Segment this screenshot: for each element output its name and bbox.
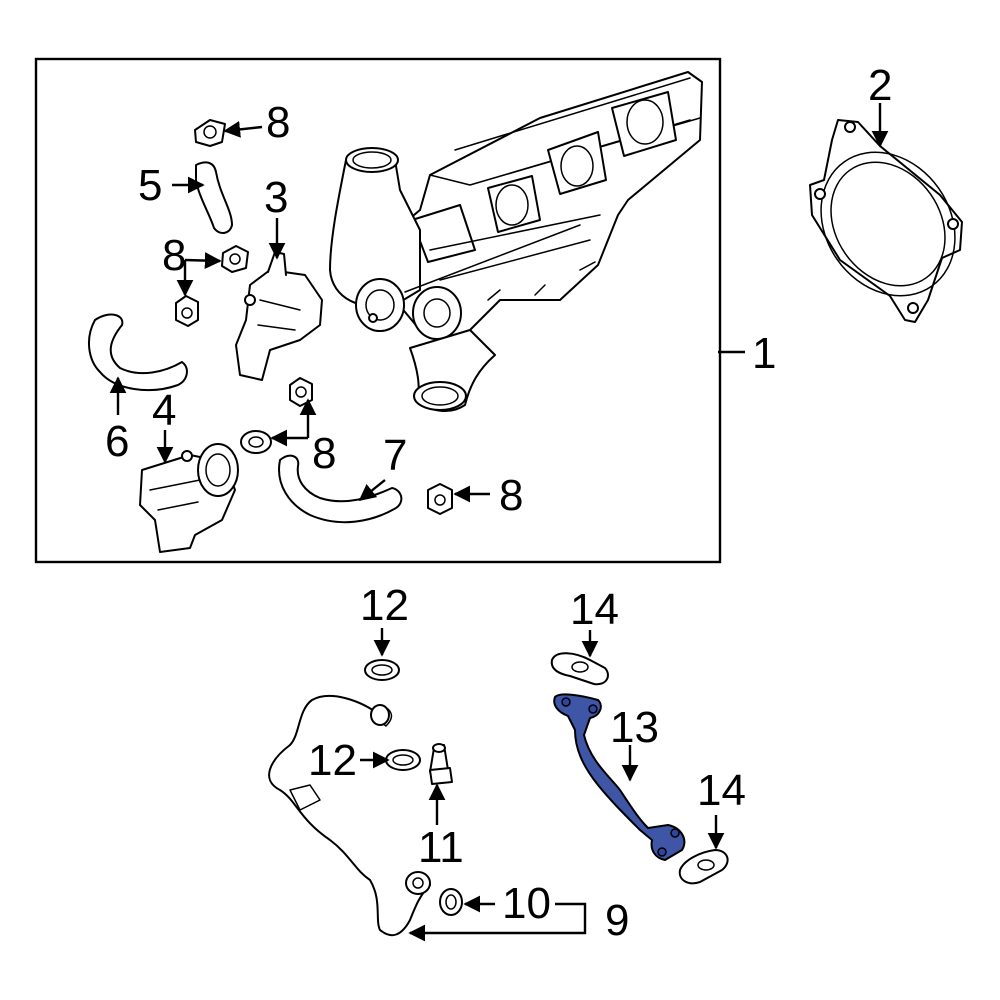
clamps-8	[175, 119, 453, 515]
callout-8: 8	[162, 231, 186, 280]
callout-13: 13	[610, 703, 659, 752]
callout-8: 8	[312, 429, 336, 478]
callout-9: 9	[605, 896, 629, 945]
hose-5	[195, 161, 233, 234]
pipe-13-highlighted	[553, 693, 686, 861]
callout-8: 8	[499, 471, 523, 520]
callout-labels: 8 2 5 3 8 1 4 6 8 7 8 12 14 13 12 14 11 …	[105, 61, 892, 945]
callout-8: 8	[266, 98, 290, 147]
turbocharger-manifold	[329, 71, 703, 412]
gaskets-14	[550, 652, 729, 885]
callout-6: 6	[105, 417, 129, 466]
assembly-frame	[34, 57, 722, 564]
callout-10: 10	[502, 879, 551, 928]
callout-14: 14	[570, 585, 619, 634]
callout-12: 12	[308, 736, 357, 785]
part-3-valve	[235, 251, 323, 381]
callout-3: 3	[264, 173, 288, 222]
hose-6	[88, 313, 188, 392]
callout-1: 1	[752, 329, 776, 378]
callout-11: 11	[418, 823, 464, 872]
callout-4: 4	[152, 386, 176, 435]
bolt-11	[429, 743, 453, 785]
gasket	[809, 119, 963, 323]
callout-5: 5	[138, 161, 162, 210]
callout-14: 14	[697, 766, 746, 815]
leader-lines	[109, 103, 889, 942]
callout-2: 2	[868, 61, 892, 110]
hose-7	[278, 454, 403, 524]
washers	[364, 659, 463, 916]
part-4-pump	[139, 443, 239, 553]
oil-line-9	[268, 695, 431, 937]
callout-12: 12	[360, 581, 409, 630]
callout-7: 7	[383, 431, 407, 480]
